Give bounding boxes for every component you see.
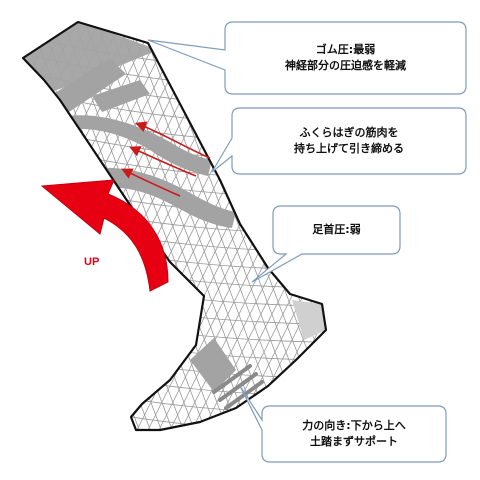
callout-ankle-pressure: 足首圧:弱 bbox=[273, 206, 400, 254]
calf-band-diagonal bbox=[92, 80, 150, 112]
calf-band-upper bbox=[56, 115, 212, 176]
muscle-lift-arrows bbox=[121, 121, 211, 197]
up-label: UP bbox=[84, 256, 100, 268]
callout-line: 力の向き:下から上へ bbox=[302, 419, 406, 432]
callout-band-pressure: ゴム圧:最弱 神経部分の圧迫感を軽減 bbox=[225, 22, 466, 94]
callout-calf-lift: ふくらはぎの筋肉を 持ち上げて引き締める bbox=[232, 108, 466, 174]
callout-line: ゴム圧:最弱 bbox=[315, 43, 376, 56]
callout-line: 神経部分の圧迫感を軽減 bbox=[285, 59, 406, 72]
heel-patch bbox=[190, 338, 236, 392]
up-arrow bbox=[40, 179, 169, 292]
callout-arch-support: 力の向き:下から上へ 土踏まずサポート bbox=[262, 406, 446, 462]
sock-outline-stroke bbox=[21, 20, 328, 432]
callout-line: ふくらはぎの筋肉を bbox=[299, 126, 399, 139]
callout-line: 足首圧:弱 bbox=[312, 223, 361, 236]
toe-patch bbox=[292, 300, 326, 340]
callout-bubble-shape bbox=[147, 21, 467, 95]
callout-bubble-shape bbox=[239, 385, 447, 463]
top-band-strap bbox=[44, 58, 126, 118]
callout-bubble-shape bbox=[251, 205, 401, 283]
callout-line: 土踏まずサポート bbox=[310, 435, 398, 448]
callout-line: 持ち上げて引き締める bbox=[294, 142, 404, 155]
callout-bubble-shape bbox=[211, 107, 467, 175]
calf-band-lower bbox=[96, 167, 236, 228]
